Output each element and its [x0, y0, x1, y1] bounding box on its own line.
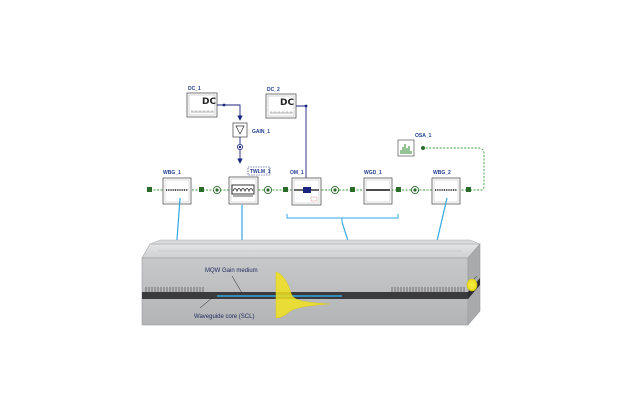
wbg-2-block[interactable]: WBG_2 [431, 170, 461, 205]
grating-left [145, 287, 204, 292]
gain-amplifier[interactable]: GAIN_1 [232, 122, 270, 138]
dc-source-1[interactable]: DC DC_1 [186, 86, 218, 118]
twlm-block[interactable]: TWLM_1 [228, 166, 271, 205]
dc-source-2-label: DC_2 [267, 87, 280, 93]
om-label: OM_1 [290, 170, 304, 176]
waveguide-core-label: Waveguide core (SCL) [194, 314, 254, 320]
wbg-1-label: WBG_1 [163, 170, 181, 176]
mode-profile [275, 271, 331, 319]
osa-block[interactable]: OSA_1 [397, 133, 432, 157]
wbg-1-block[interactable]: WBG_1 [162, 170, 192, 205]
dc-source-1-label: DC_1 [188, 86, 201, 92]
wgd-label: WGD_1 [364, 170, 382, 176]
wgd-block[interactable]: WGD_1 [363, 170, 393, 205]
gain-amplifier-label: GAIN_1 [252, 129, 270, 135]
mqw-gain-medium-label: MQW Gain medium [205, 268, 258, 274]
dc-source-2[interactable]: DC DC_2 [265, 87, 297, 119]
dc-source-2-symbol: DC [280, 98, 294, 108]
laser-device-3d [141, 239, 481, 326]
wbg-2-label: WBG_2 [433, 170, 451, 176]
osa-label: OSA_1 [415, 133, 432, 139]
dc-source-1-symbol: DC [202, 97, 216, 107]
isolators [212, 185, 420, 195]
twlm-label: TWLM_1 [250, 169, 271, 175]
optical-ports [147, 187, 471, 192]
osa-feedback-path [422, 147, 485, 191]
spectrum-icon [400, 144, 412, 154]
bracket-om-wgd [286, 214, 399, 222]
dc1-to-gain-wire [217, 104, 243, 121]
output-beam-spot [466, 278, 478, 292]
om-block[interactable]: OM_1 [290, 170, 322, 206]
